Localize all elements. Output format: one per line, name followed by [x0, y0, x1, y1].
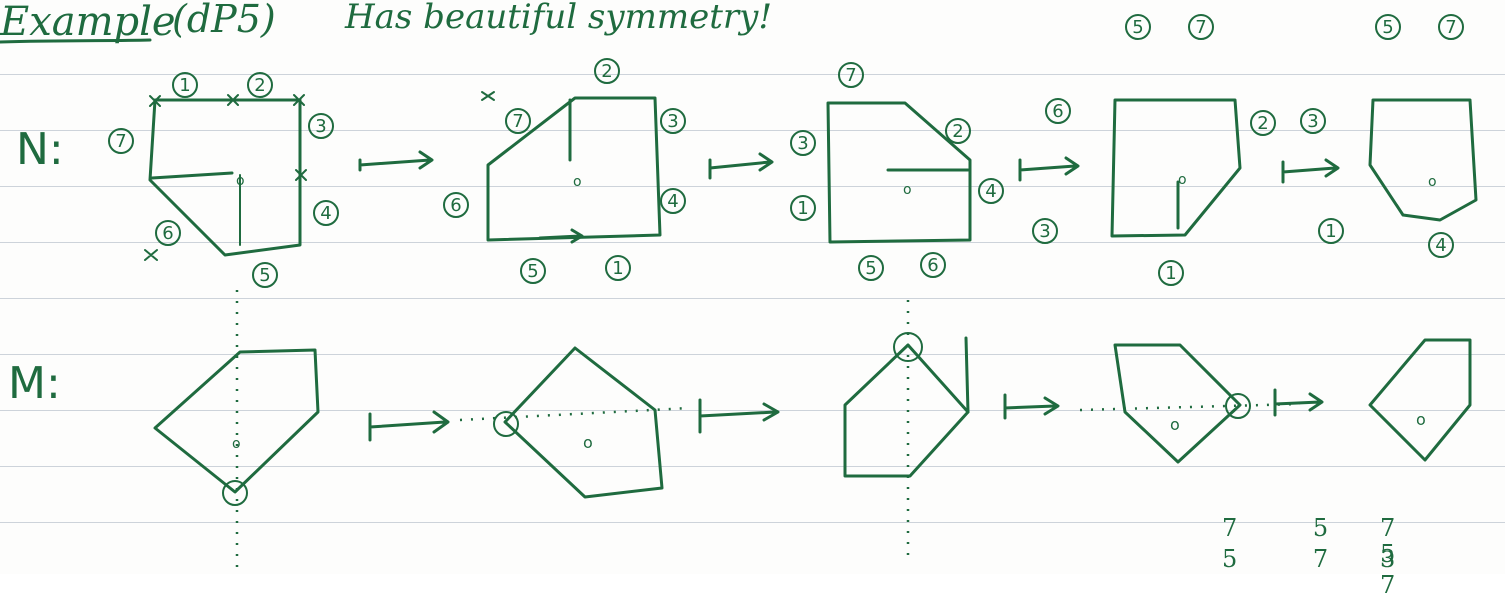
label-n3-6: 6: [920, 252, 946, 278]
ruled-line: [0, 410, 1505, 411]
ruled-line: [0, 242, 1505, 243]
ruled-line: [0, 186, 1505, 187]
label-n5-4: 4: [1428, 232, 1454, 258]
label-n5-5: 5: [1375, 14, 1401, 40]
label-n4-1: 1: [1158, 260, 1184, 286]
label-n4-2: 2: [1250, 110, 1276, 136]
maps-to-arrow-2: [708, 152, 774, 180]
label-n2-6: 6: [443, 192, 469, 218]
n-polygon-3: o: [826, 101, 972, 244]
label-n5-3: 3: [1300, 108, 1326, 134]
label-n1-3: 3: [308, 113, 334, 139]
label-n5-7: 7: [1438, 14, 1464, 40]
label-n1-1: 1: [172, 72, 198, 98]
label-n2-2: 2: [594, 58, 620, 84]
label-n4-5: 5: [1125, 14, 1151, 40]
label-n3-4: 4: [978, 178, 1004, 204]
table-b-row1: 7 5: [1380, 514, 1430, 568]
maps-to-arrow-8: [1273, 388, 1324, 417]
example-title: Example: [0, 0, 176, 45]
row-label-n: N:: [16, 124, 64, 175]
svg-text:o: o: [1170, 415, 1180, 434]
label-n3-3: 3: [790, 130, 816, 156]
table-b-row2: 3 7: [1380, 545, 1430, 599]
svg-text:o: o: [1428, 174, 1437, 190]
label-n2-1: 1: [605, 255, 631, 281]
label-n1-6: 6: [155, 220, 181, 246]
maps-to-arrow-3: [1018, 156, 1080, 182]
label-n3-1: 1: [790, 195, 816, 221]
label-n1-2: 2: [247, 72, 273, 98]
ruled-line: [0, 74, 1505, 75]
label-n3-7: 7: [838, 62, 864, 88]
table-a-row1: 7 5: [1222, 514, 1363, 542]
m-polygon-2: o: [459, 346, 691, 499]
ruled-line: [0, 466, 1505, 467]
maps-to-arrow-6: [698, 398, 780, 434]
label-n2-3: 3: [660, 108, 686, 134]
polygon-sequence-drawing: o o o o o o o: [144, 91, 1478, 570]
svg-text:o: o: [583, 433, 593, 452]
label-n2-4: 4: [660, 188, 686, 214]
label-n1-4: 4: [313, 200, 339, 226]
ruled-line: [0, 130, 1505, 131]
maps-to-arrow-4: [1281, 158, 1340, 184]
label-n5-1: 1: [1318, 218, 1344, 244]
n-polygon-4: o: [1110, 98, 1242, 238]
label-n1-5: 5: [252, 262, 278, 288]
label-n4-3: 3: [1032, 218, 1058, 244]
m-polygon-5: o: [1368, 338, 1472, 462]
label-n4-6: 6: [1045, 98, 1071, 124]
svg-text:o: o: [573, 174, 582, 190]
n-polygon-5: o: [1368, 98, 1478, 222]
svg-text:o: o: [232, 436, 241, 452]
ruled-line: [0, 354, 1505, 355]
example-subtitle: (dP5): [172, 0, 276, 41]
n-polygon-2: o: [481, 91, 662, 244]
svg-text:o: o: [1416, 410, 1426, 429]
label-n1-7: 7: [108, 128, 134, 154]
svg-text:o: o: [1178, 172, 1187, 188]
label-n3-5: 5: [858, 255, 884, 281]
label-n2-5: 5: [520, 258, 546, 284]
maps-to-arrow-1: [358, 150, 434, 172]
svg-text:o: o: [236, 173, 245, 189]
label-n3-2: 2: [945, 118, 971, 144]
table-a-row2: 5 7: [1222, 545, 1363, 573]
row-label-m: M:: [8, 358, 61, 409]
maps-to-arrow-7: [1003, 393, 1060, 420]
m-polygon-4: o: [1079, 343, 1301, 464]
ruled-line: [0, 298, 1505, 299]
svg-text:o: o: [903, 182, 912, 198]
symmetry-note: Has beautiful symmetry!: [345, 0, 772, 37]
n-polygon-1: o: [144, 94, 307, 261]
m-polygon-1: o: [153, 348, 320, 506]
m-polygon-3: [843, 332, 970, 478]
label-n2-7: 7: [505, 108, 531, 134]
maps-to-arrow-5: [368, 410, 450, 442]
label-n4-7: 7: [1188, 14, 1214, 40]
title-underline: [0, 38, 152, 44]
ruled-line: [0, 522, 1505, 523]
